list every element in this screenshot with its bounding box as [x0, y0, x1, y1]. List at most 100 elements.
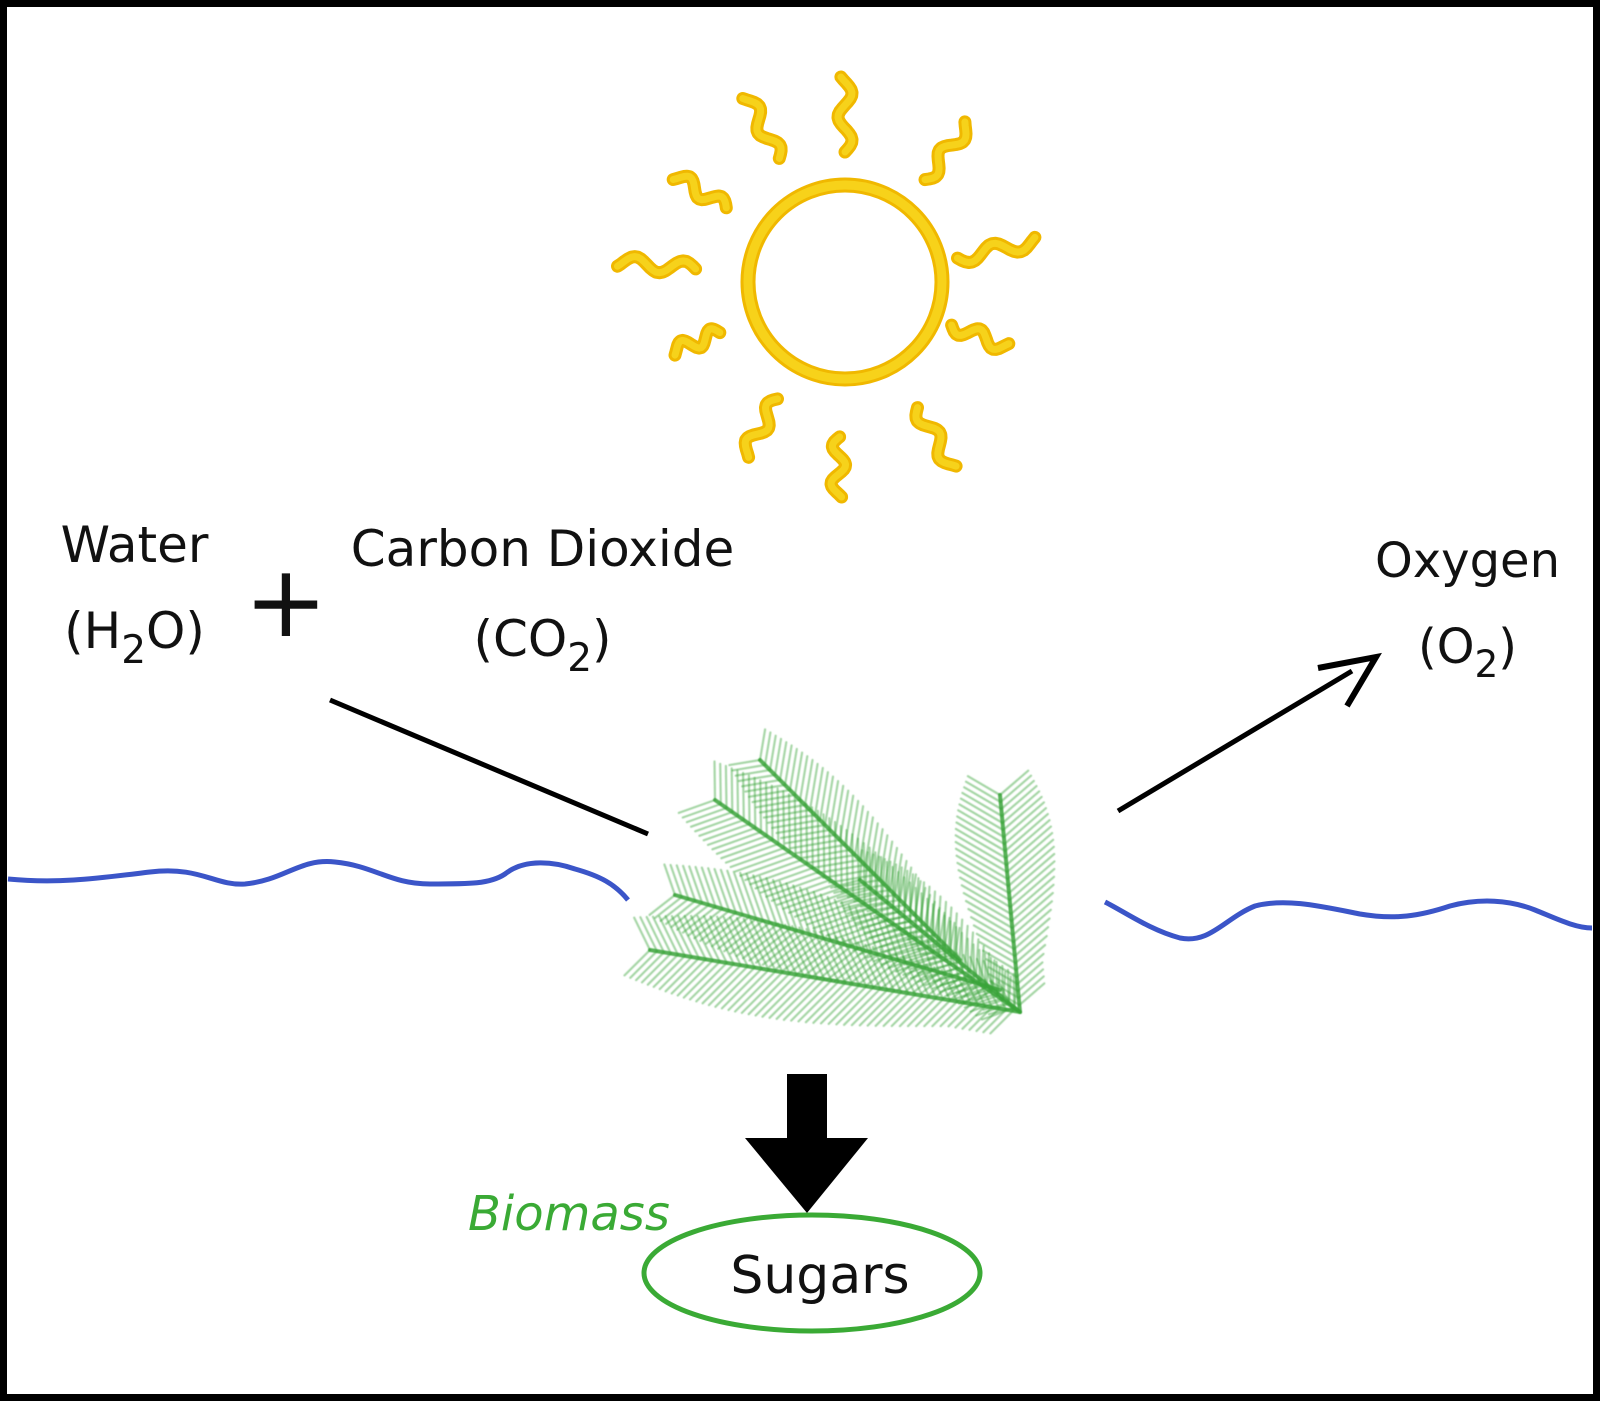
plant-needle	[953, 926, 961, 957]
plant-needle	[939, 1001, 966, 1028]
plant-needle	[1009, 875, 1056, 916]
plant-needle	[975, 932, 1016, 958]
plant-needle	[1001, 790, 1041, 825]
plant-needle	[850, 988, 889, 1027]
plant-needle	[707, 965, 749, 1007]
plant-needle	[963, 786, 1003, 811]
plant-needle	[985, 952, 991, 986]
plant-needle	[1002, 795, 1043, 832]
plant-needle	[704, 913, 744, 945]
sun-ray	[834, 73, 856, 156]
plant-needle	[789, 939, 832, 974]
plant-needle	[928, 900, 936, 932]
plant-needle	[782, 937, 826, 972]
plant-needle	[754, 973, 798, 1017]
plant-needle	[723, 919, 765, 953]
plant-needle	[873, 908, 912, 918]
reactant-inflow-line	[329, 697, 649, 837]
plant-needle	[954, 840, 1009, 874]
plant-needle	[955, 854, 1010, 888]
plant-needle	[971, 992, 1000, 1002]
water-name: Water	[60, 516, 209, 574]
plant-needle	[808, 762, 819, 812]
plant-needle	[702, 915, 728, 965]
plant-needle	[693, 909, 731, 940]
plant-needle	[677, 798, 717, 815]
plant-needle	[1007, 975, 1012, 1005]
plant-needle	[848, 955, 887, 986]
plant-needle	[819, 931, 847, 984]
oxygen-label: Oxygen (O2)	[1355, 533, 1580, 683]
plant-needle	[957, 869, 1011, 902]
plant-needle	[1003, 807, 1048, 846]
plant-needle	[931, 969, 972, 983]
plant-needle	[900, 928, 932, 936]
plant-needle	[741, 778, 782, 788]
plant-needle	[805, 853, 857, 865]
plant-needle	[893, 853, 903, 897]
plant-needle	[764, 781, 768, 838]
plant-needle	[773, 737, 783, 777]
plant-needle	[882, 993, 917, 1028]
plant-needle	[803, 943, 846, 977]
plant-needle	[761, 931, 805, 966]
plant-needle	[685, 806, 728, 824]
plant-needle	[758, 803, 807, 814]
plant-needle	[838, 789, 850, 842]
plant-needle	[794, 843, 847, 855]
plant-needle	[1013, 917, 1051, 951]
plant-needle	[658, 955, 694, 991]
plant-needle	[706, 826, 757, 847]
carbon-dioxide-formula: (CO2)	[473, 610, 612, 681]
plant-needle	[1007, 845, 1055, 888]
plant-needle	[1009, 867, 1056, 909]
plant-needle	[709, 915, 735, 966]
plant-needle	[964, 780, 1002, 804]
plant-needle	[880, 913, 917, 922]
plant-needle	[866, 903, 907, 913]
plant-needle	[734, 768, 772, 777]
plant-needle	[906, 996, 938, 1028]
plant-needle	[670, 958, 707, 995]
plant-needle	[1014, 934, 1048, 965]
plant-needle	[982, 1008, 1008, 1034]
plant-needle	[888, 965, 920, 991]
plant-needle	[663, 863, 677, 897]
plant-needle	[964, 899, 1014, 930]
plant-needle	[1006, 838, 1055, 881]
plant-needle	[822, 868, 872, 879]
plant-needle	[1013, 926, 1050, 958]
plant-needle	[828, 873, 877, 884]
plant-needle	[797, 980, 840, 1023]
plant-needle	[716, 917, 758, 950]
plant-needle	[960, 884, 1013, 916]
plant-needle	[961, 791, 1004, 818]
plant-needle	[825, 949, 866, 982]
plant-needle	[843, 897, 884, 910]
oxygen-name: Oxygen	[1374, 533, 1560, 589]
plant-needle	[846, 888, 892, 899]
plant-needle	[739, 871, 758, 920]
plant-needle	[1007, 852, 1056, 895]
plant-needle	[790, 979, 833, 1022]
plant-needle	[874, 851, 878, 914]
plant-needle	[864, 959, 900, 988]
plant-needle	[912, 933, 927, 970]
plant-needle	[730, 767, 734, 814]
plant-needle	[731, 763, 767, 772]
plant-needle	[958, 803, 1005, 832]
sun-ray-outline	[918, 115, 973, 187]
plant-needle	[766, 813, 817, 824]
carbon-dioxide-name: Carbon Dioxide	[350, 520, 735, 578]
plant-needle	[681, 802, 722, 819]
sun-ray	[954, 233, 1039, 266]
plant-needle	[954, 847, 1009, 881]
plant-needle	[761, 974, 805, 1018]
plant-needle	[768, 734, 777, 772]
plant-needle	[840, 901, 859, 950]
plant-needle	[848, 799, 860, 852]
sun-ray	[827, 433, 850, 501]
plant-needle	[903, 866, 913, 907]
plant-needle	[840, 883, 887, 894]
